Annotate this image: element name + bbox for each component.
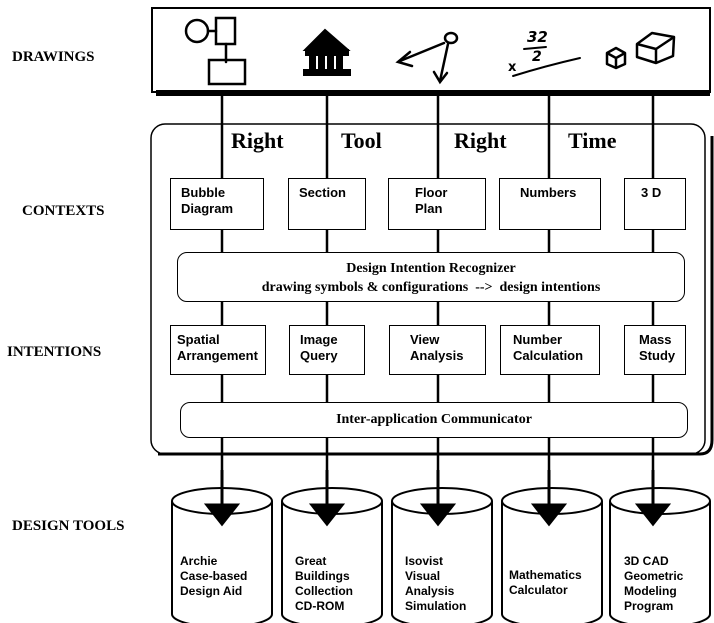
tool-label-line: CD-ROM	[295, 599, 345, 613]
tool-label-line: Mathematics	[509, 568, 582, 582]
design-intention-recognizer: Design Intention Recognizer drawing symb…	[177, 252, 685, 302]
row-label-drawings: DRAWINGS	[12, 49, 95, 65]
intention-label-line1: Image	[300, 332, 338, 347]
tool-label-line: Design Aid	[180, 584, 243, 598]
context-label-line2: Diagram	[181, 201, 234, 216]
intention-box-image-query: Image Query	[289, 325, 365, 375]
recognizer-subtitle: drawing symbols & configurations --> des…	[261, 280, 601, 295]
tool-label-archie: Archie Case-based Design Aid	[180, 554, 247, 599]
inter-application-communicator: Inter-application Communicator	[180, 402, 688, 438]
arrow-head-5	[634, 503, 672, 527]
numbers-sketch-icon	[512, 46, 581, 77]
arrow-head-3	[419, 503, 457, 527]
arrow-head-2	[308, 503, 346, 527]
context-label-line1: Floor	[415, 185, 448, 200]
bubble-diagram-sketch-icon	[184, 16, 247, 86]
tool-label-line: Case-based	[180, 569, 248, 583]
tool-label-line: Modeling	[624, 584, 677, 598]
numbers-sketch-x: x	[508, 60, 517, 75]
arrow-head-4	[530, 503, 568, 527]
view-sketch-icon	[395, 31, 459, 85]
intention-label-line2: Study	[639, 348, 676, 363]
tool-label-isovist: Isovist Visual Analysis Simulation	[405, 554, 466, 614]
cylinder-5	[609, 501, 711, 623]
tool-label-line: Isovist	[405, 554, 444, 568]
intention-label-line2: Query	[300, 348, 338, 363]
intention-label-line2: Analysis	[410, 348, 464, 363]
tool-label-line: Geometric	[624, 569, 684, 583]
intention-label-line1: Spatial	[177, 332, 220, 347]
intention-label-line2: Arrangement	[177, 348, 258, 363]
cylinder-4	[501, 501, 603, 623]
intention-label-line2: Calculation	[513, 348, 584, 363]
intention-box-spatial-arrangement: Spatial Arrangement	[170, 325, 266, 375]
header-word-right-2: Right	[454, 128, 507, 153]
numbers-sketch-top: 32	[527, 28, 548, 46]
row-label-design-tools: DESIGN TOOLS	[12, 518, 125, 534]
context-box-floor-plan: Floor Plan	[388, 178, 486, 230]
row-label-contexts: CONTEXTS	[22, 203, 105, 219]
building-sketch-icon	[302, 28, 351, 76]
tool-label-line: Program	[624, 599, 674, 613]
connector-lines	[220, 93, 655, 520]
arrow-head-1	[203, 503, 241, 527]
intention-box-number-calculation: Number Calculation	[500, 325, 600, 375]
context-box-bubble-diagram: Bubble Diagram	[170, 178, 264, 230]
context-label-line2: Plan	[415, 201, 443, 216]
numbers-sketch-bottom: 2	[532, 49, 542, 65]
intention-box-mass-study: Mass Study	[624, 325, 686, 375]
tool-arrows	[203, 470, 672, 527]
drawings-panel-shadow	[156, 90, 710, 96]
header-word-tool: Tool	[341, 128, 382, 153]
cylinder-3	[391, 501, 493, 623]
communicator-title: Inter-application Communicator	[336, 412, 532, 427]
context-label-line1: Section	[299, 185, 346, 200]
context-label-line1: Bubble	[181, 185, 226, 200]
recognizer-title: Design Intention Recognizer	[346, 261, 516, 276]
tool-label-line: Buildings	[295, 569, 350, 583]
tool-label-3d-cad: 3D CAD Geometric Modeling Program	[624, 554, 683, 614]
intention-label-line1: Number	[513, 332, 563, 347]
mass-sketch-icon	[605, 31, 676, 70]
cylinder-2	[281, 501, 383, 623]
context-box-numbers: Numbers	[499, 178, 601, 230]
header-word-time: Time	[568, 128, 617, 153]
tool-label-line: Visual	[405, 569, 441, 583]
context-label-line1: Numbers	[520, 185, 577, 200]
intention-label-line1: View	[410, 332, 440, 347]
system-frame-shadow	[158, 136, 714, 456]
tool-label-line: Calculator	[509, 583, 568, 597]
row-label-intentions: INTENTIONS	[7, 344, 102, 360]
tool-label-line: Great	[295, 554, 327, 568]
tool-cylinders	[171, 487, 711, 623]
context-label-line1: 3 D	[641, 185, 662, 200]
intention-box-view-analysis: View Analysis	[389, 325, 486, 375]
tool-label-great-buildings: Great Buildings Collection CD-ROM	[295, 554, 353, 614]
tool-label-line: Archie	[180, 554, 218, 568]
tool-label-line: Collection	[295, 584, 354, 598]
context-box-section: Section	[288, 178, 366, 230]
tool-label-line: Analysis	[405, 584, 455, 598]
header-word-right-1: Right	[231, 128, 284, 153]
context-box-3d: 3 D	[624, 178, 686, 230]
tool-label-mathematics-calculator: Mathematics Calculator	[509, 568, 582, 598]
intention-label-line1: Mass	[639, 332, 672, 347]
cylinder-1	[171, 501, 273, 623]
tool-label-line: 3D CAD	[624, 554, 669, 568]
tool-label-line: Simulation	[405, 599, 467, 613]
